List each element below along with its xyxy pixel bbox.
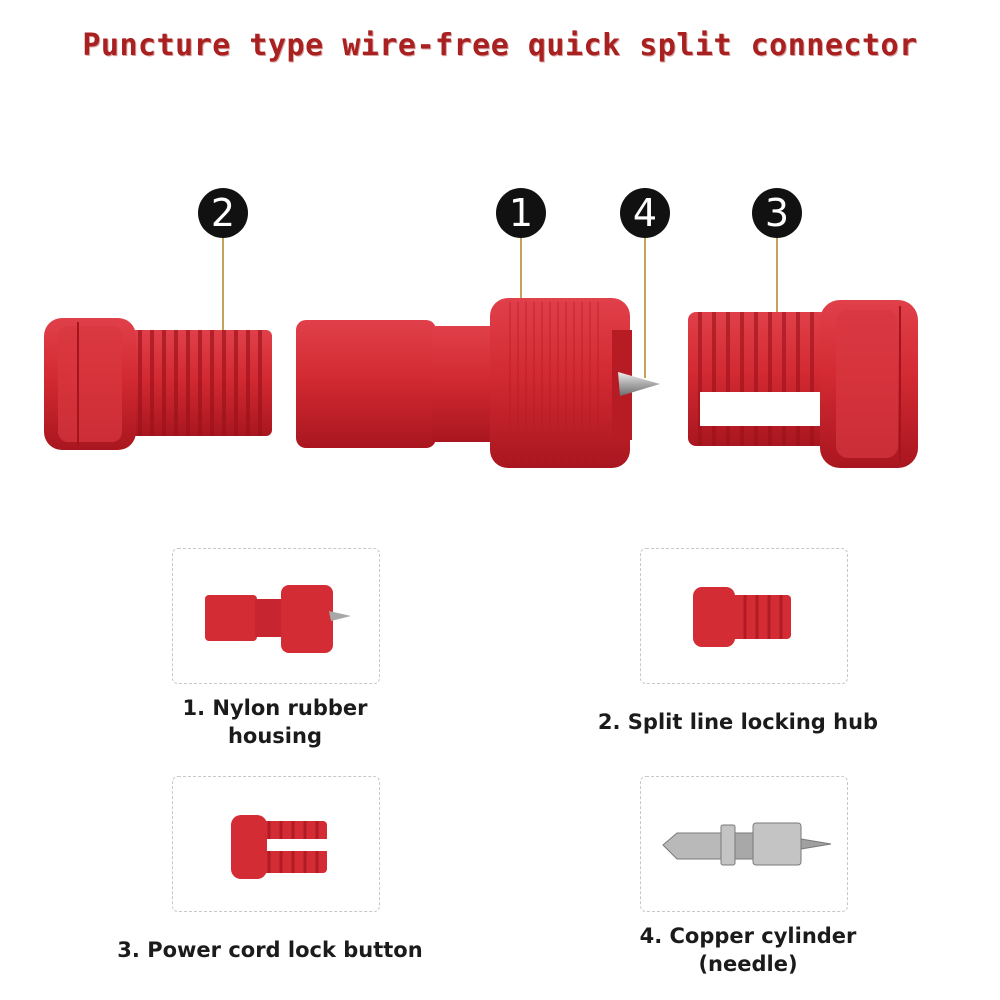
caption-hub: 2. Split line locking hub (588, 708, 888, 736)
caption-needle: 4. Copper cylinder (needle) (598, 922, 898, 979)
caption-line: 2. Split line locking hub (597, 710, 879, 734)
caption-line: 1. Nylon rubber (182, 696, 368, 720)
caption-line: 3. Power cord lock button (117, 938, 423, 962)
locking-hub-part (44, 318, 272, 450)
lock-button-part (688, 300, 918, 468)
lock-button-icon (231, 815, 327, 879)
marker-4: 4 (620, 188, 670, 238)
marker-3: 3 (752, 188, 802, 238)
thumb-frame-needle (640, 776, 848, 912)
exploded-view (44, 298, 918, 468)
leader-line-3 (776, 238, 778, 312)
thumb-frame-hub (640, 548, 848, 684)
caption-line: (needle) (698, 952, 798, 977)
marker-1: 1 (496, 188, 546, 238)
page-title: Puncture type wire-free quick split conn… (82, 28, 918, 63)
caption-button: 3. Power cord lock button (110, 936, 430, 964)
nylon-housing-icon (205, 585, 351, 653)
nylon-housing-part (296, 298, 660, 468)
locking-hub-icon (693, 587, 791, 647)
caption-line: housing (227, 724, 322, 749)
leader-line-2 (222, 238, 224, 334)
thumb-frame-button (172, 776, 380, 912)
caption-line: 4. Copper cylinder (639, 924, 857, 948)
leader-line-1 (520, 238, 522, 302)
caption-housing: 1. Nylon rubber housing (130, 694, 420, 751)
leader-line-4 (644, 238, 646, 378)
marker-2: 2 (198, 188, 248, 238)
copper-needle-icon (662, 822, 832, 866)
thumb-frame-housing (172, 548, 380, 684)
